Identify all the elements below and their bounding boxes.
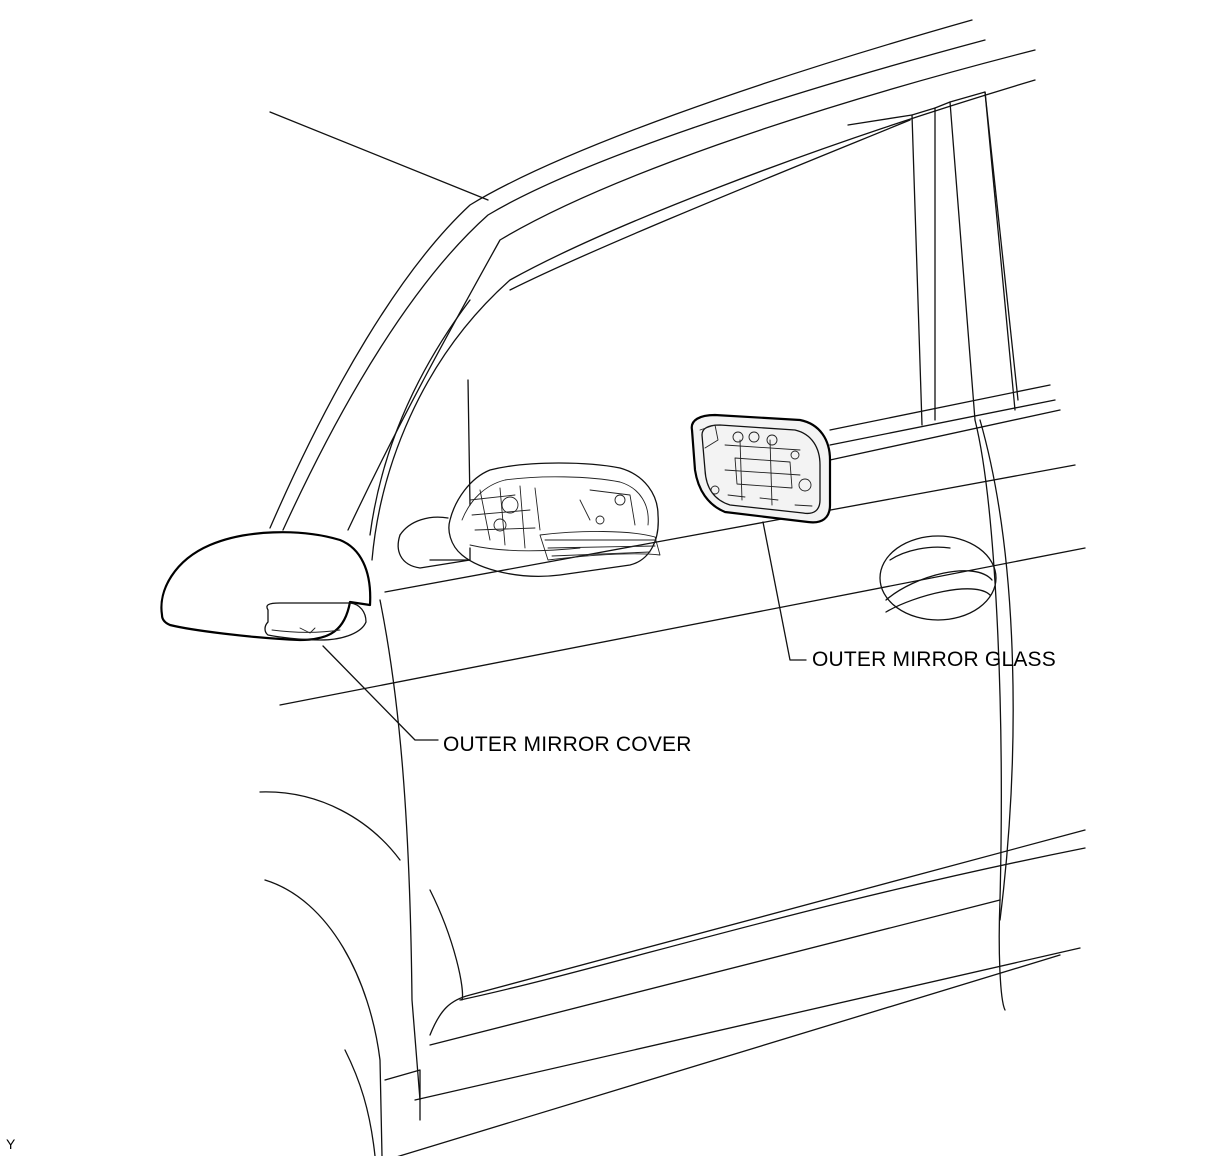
door-handle-icon — [879, 535, 997, 621]
leader-lines — [322, 521, 807, 741]
mirror-housing-icon — [397, 462, 661, 577]
outer-mirror-glass-label: OUTER MIRROR GLASS — [812, 648, 1056, 671]
outer-mirror-glass-icon — [690, 413, 832, 524]
window-frame — [371, 79, 1061, 561]
outer-mirror-cover-label: OUTER MIRROR COVER — [443, 733, 692, 756]
door-body — [279, 419, 1086, 1156]
outer-mirror-cover-icon — [160, 531, 372, 642]
figure-id-mark: Y — [6, 1136, 16, 1152]
roof-a-pillar — [269, 19, 1036, 536]
fender-wheel-arch — [259, 791, 464, 1156]
